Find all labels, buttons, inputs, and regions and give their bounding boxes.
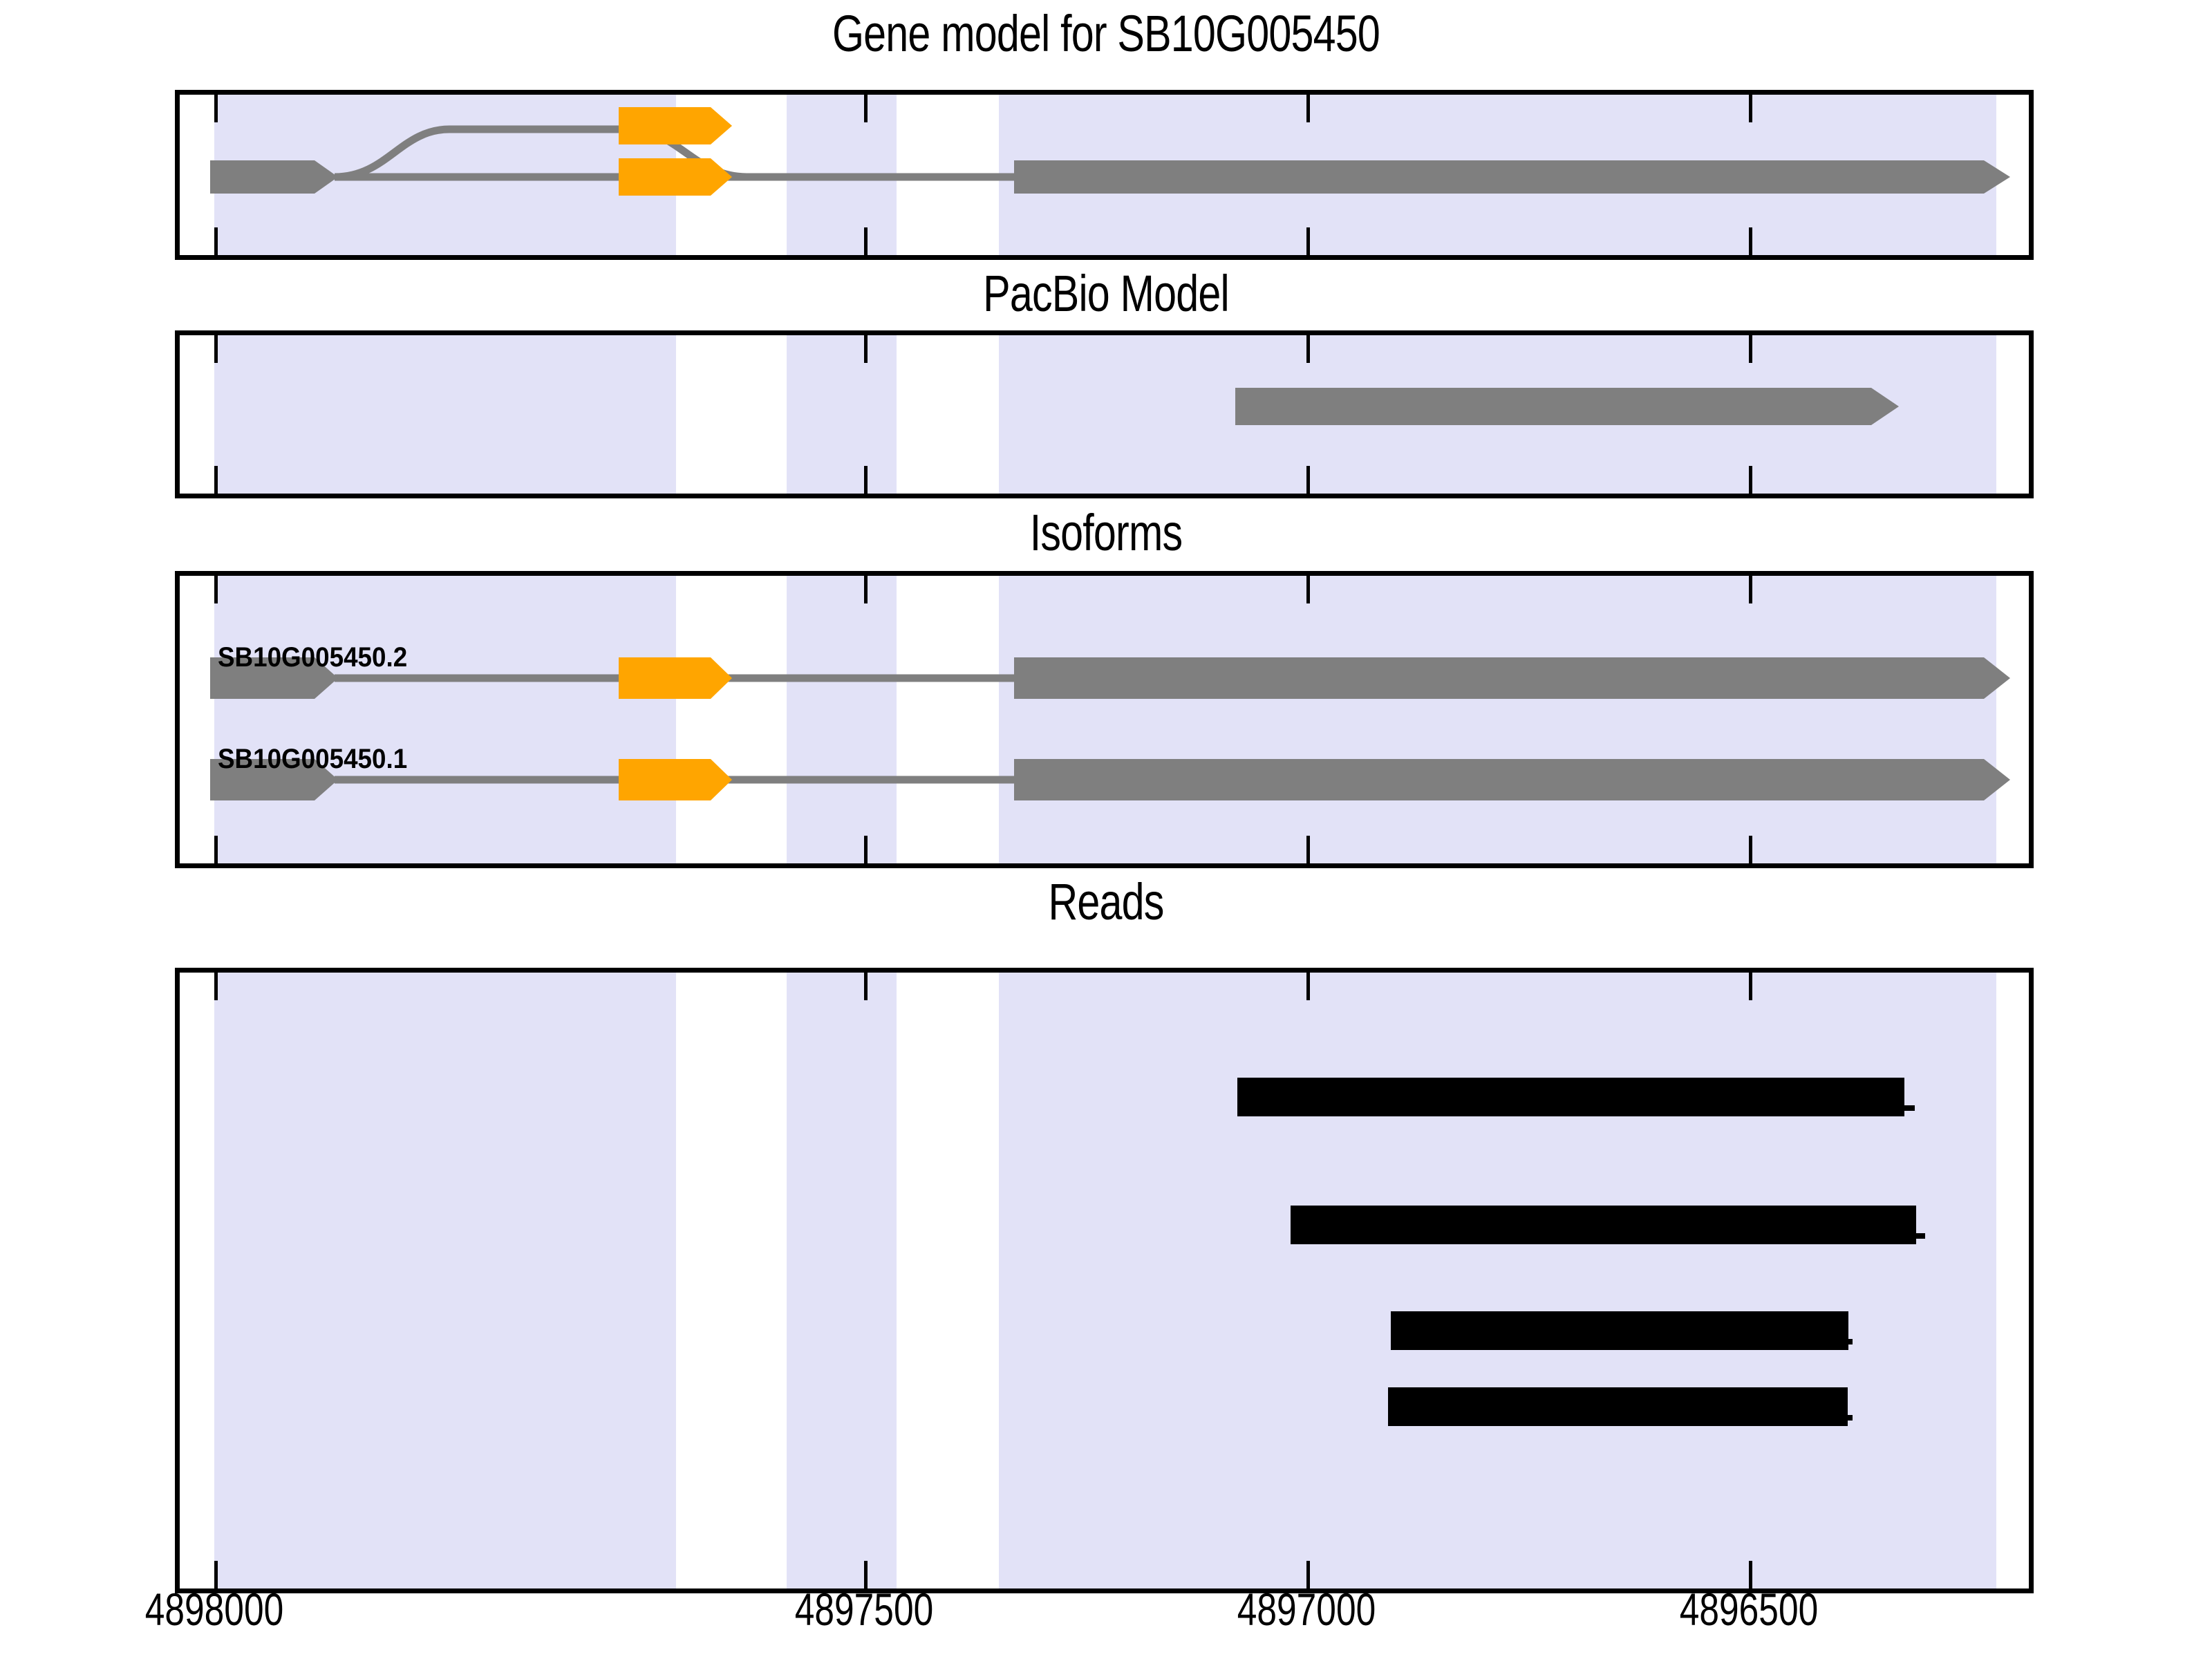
axis-tick bbox=[214, 95, 218, 122]
read-bar bbox=[1265, 1105, 1915, 1111]
axis-tick bbox=[1306, 466, 1310, 494]
isoform-1-cds-exon bbox=[619, 759, 732, 800]
axis-tick bbox=[1749, 95, 1752, 122]
utr-exon-right bbox=[1014, 160, 2010, 194]
isoform-label-2: SB10G005450.2 bbox=[218, 642, 408, 673]
axis-tick bbox=[1749, 973, 1752, 1000]
cds-exon-lower bbox=[619, 158, 732, 196]
axis-tick bbox=[864, 335, 868, 363]
axis-tick bbox=[864, 95, 868, 122]
axis-tick bbox=[864, 973, 868, 1000]
axis-tick bbox=[1306, 1561, 1310, 1588]
panel-gene-model bbox=[175, 90, 2034, 260]
isoform-2-utr-left bbox=[210, 657, 338, 699]
panel-reads bbox=[175, 968, 2034, 1593]
pacbio-model-title: PacBio Model bbox=[983, 265, 1229, 322]
axis-tick bbox=[864, 576, 868, 603]
axis-tick bbox=[214, 1561, 218, 1588]
axis-tick bbox=[214, 227, 218, 255]
reads-title: Reads bbox=[1048, 873, 1164, 930]
pacbio-model-graphic bbox=[1235, 388, 1899, 425]
isoform-2-cds-exon bbox=[619, 657, 732, 699]
isoform-2-utr-right bbox=[1014, 657, 2010, 699]
utr-exon-left bbox=[210, 160, 338, 194]
read-bar bbox=[1410, 1415, 1853, 1421]
panel-pacbio-model bbox=[175, 330, 2034, 498]
shaded-band bbox=[999, 973, 1996, 1588]
read-bar bbox=[1410, 1339, 1853, 1344]
axis-tick bbox=[214, 466, 218, 494]
shaded-band bbox=[999, 576, 1996, 863]
shaded-band bbox=[214, 973, 676, 1588]
x-tick-label: 4896500 bbox=[1679, 1584, 1819, 1635]
axis-tick bbox=[1306, 227, 1310, 255]
x-tick-label: 4897500 bbox=[794, 1584, 934, 1635]
isoform-label-1: SB10G005450.1 bbox=[218, 744, 408, 774]
pacbio-transcript-exon bbox=[1235, 388, 1899, 425]
axis-tick bbox=[214, 576, 218, 603]
axis-tick bbox=[214, 973, 218, 1000]
panel-isoforms: SB10G005450.2 SB10G005450.1 bbox=[175, 571, 2034, 868]
axis-tick bbox=[1749, 1561, 1752, 1588]
cds-exon-upper bbox=[619, 107, 732, 144]
shaded-band bbox=[787, 576, 897, 863]
axis-tick bbox=[864, 836, 868, 863]
gene-model-graphic bbox=[210, 107, 2010, 196]
x-tick-label: 4897000 bbox=[1237, 1584, 1376, 1635]
axis-tick bbox=[864, 1561, 868, 1588]
read-bar bbox=[1313, 1233, 1925, 1239]
isoforms-title: Isoforms bbox=[1029, 504, 1183, 561]
isoform-1-utr-right bbox=[1014, 759, 2010, 800]
axis-tick bbox=[864, 227, 868, 255]
axis-tick bbox=[1306, 576, 1310, 603]
isoforms-graphic bbox=[210, 657, 2010, 800]
shaded-band bbox=[214, 335, 676, 494]
isoform-1-utr-left bbox=[210, 759, 338, 800]
axis-tick bbox=[1749, 466, 1752, 494]
gene-model-title: Gene model for SB10G005450 bbox=[832, 5, 1380, 62]
axis-tick bbox=[214, 335, 218, 363]
x-tick-label: 4898000 bbox=[144, 1584, 284, 1635]
axis-tick bbox=[864, 466, 868, 494]
shaded-band bbox=[214, 576, 676, 863]
axis-tick bbox=[1306, 973, 1310, 1000]
axis-tick bbox=[1306, 95, 1310, 122]
axis-tick bbox=[1749, 227, 1752, 255]
axis-tick bbox=[1749, 836, 1752, 863]
shaded-band bbox=[787, 973, 897, 1588]
axis-tick bbox=[1749, 335, 1752, 363]
axis-tick bbox=[1749, 576, 1752, 603]
axis-tick bbox=[214, 836, 218, 863]
shaded-band bbox=[787, 335, 897, 494]
axis-tick bbox=[1306, 335, 1310, 363]
axis-tick bbox=[1306, 836, 1310, 863]
x-axis-tick-labels: 4898000 4897500 4897000 4896500 bbox=[0, 1583, 2212, 1659]
